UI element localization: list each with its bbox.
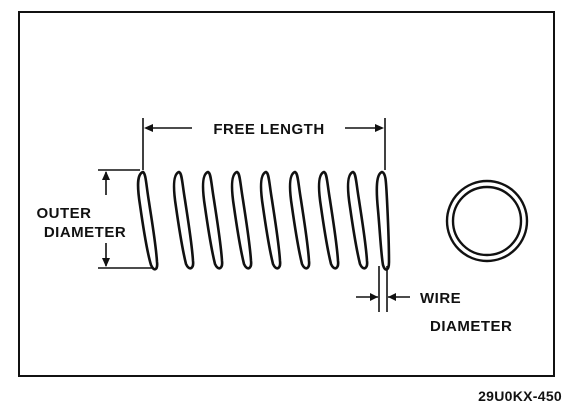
figure-code: 29U0KX-450 (478, 388, 562, 404)
spring-coil (259, 170, 282, 270)
outer-diameter-dimension (98, 169, 152, 269)
spring-coil (230, 170, 253, 270)
free-length-dimension (142, 118, 386, 170)
spring-coil (201, 170, 224, 270)
spring-coil (136, 170, 159, 271)
wire-diameter-label-line1: WIRE (420, 290, 461, 307)
spring-coil (346, 170, 369, 270)
spring-coil (172, 170, 195, 270)
outer-diameter-label-line1: OUTER (37, 205, 92, 222)
wire-diameter-dimension (356, 266, 410, 312)
spring-coil (375, 170, 391, 271)
outer-diameter-label-line2: DIAMETER (44, 224, 126, 241)
wire-diameter-label-line2: DIAMETER (430, 318, 512, 335)
free-length-label: FREE LENGTH (213, 121, 324, 138)
diagram-frame (18, 11, 555, 377)
spring-end-view (445, 179, 529, 263)
spring-coils (136, 170, 391, 271)
spring-coil (288, 170, 311, 270)
spring-coil (317, 170, 340, 270)
